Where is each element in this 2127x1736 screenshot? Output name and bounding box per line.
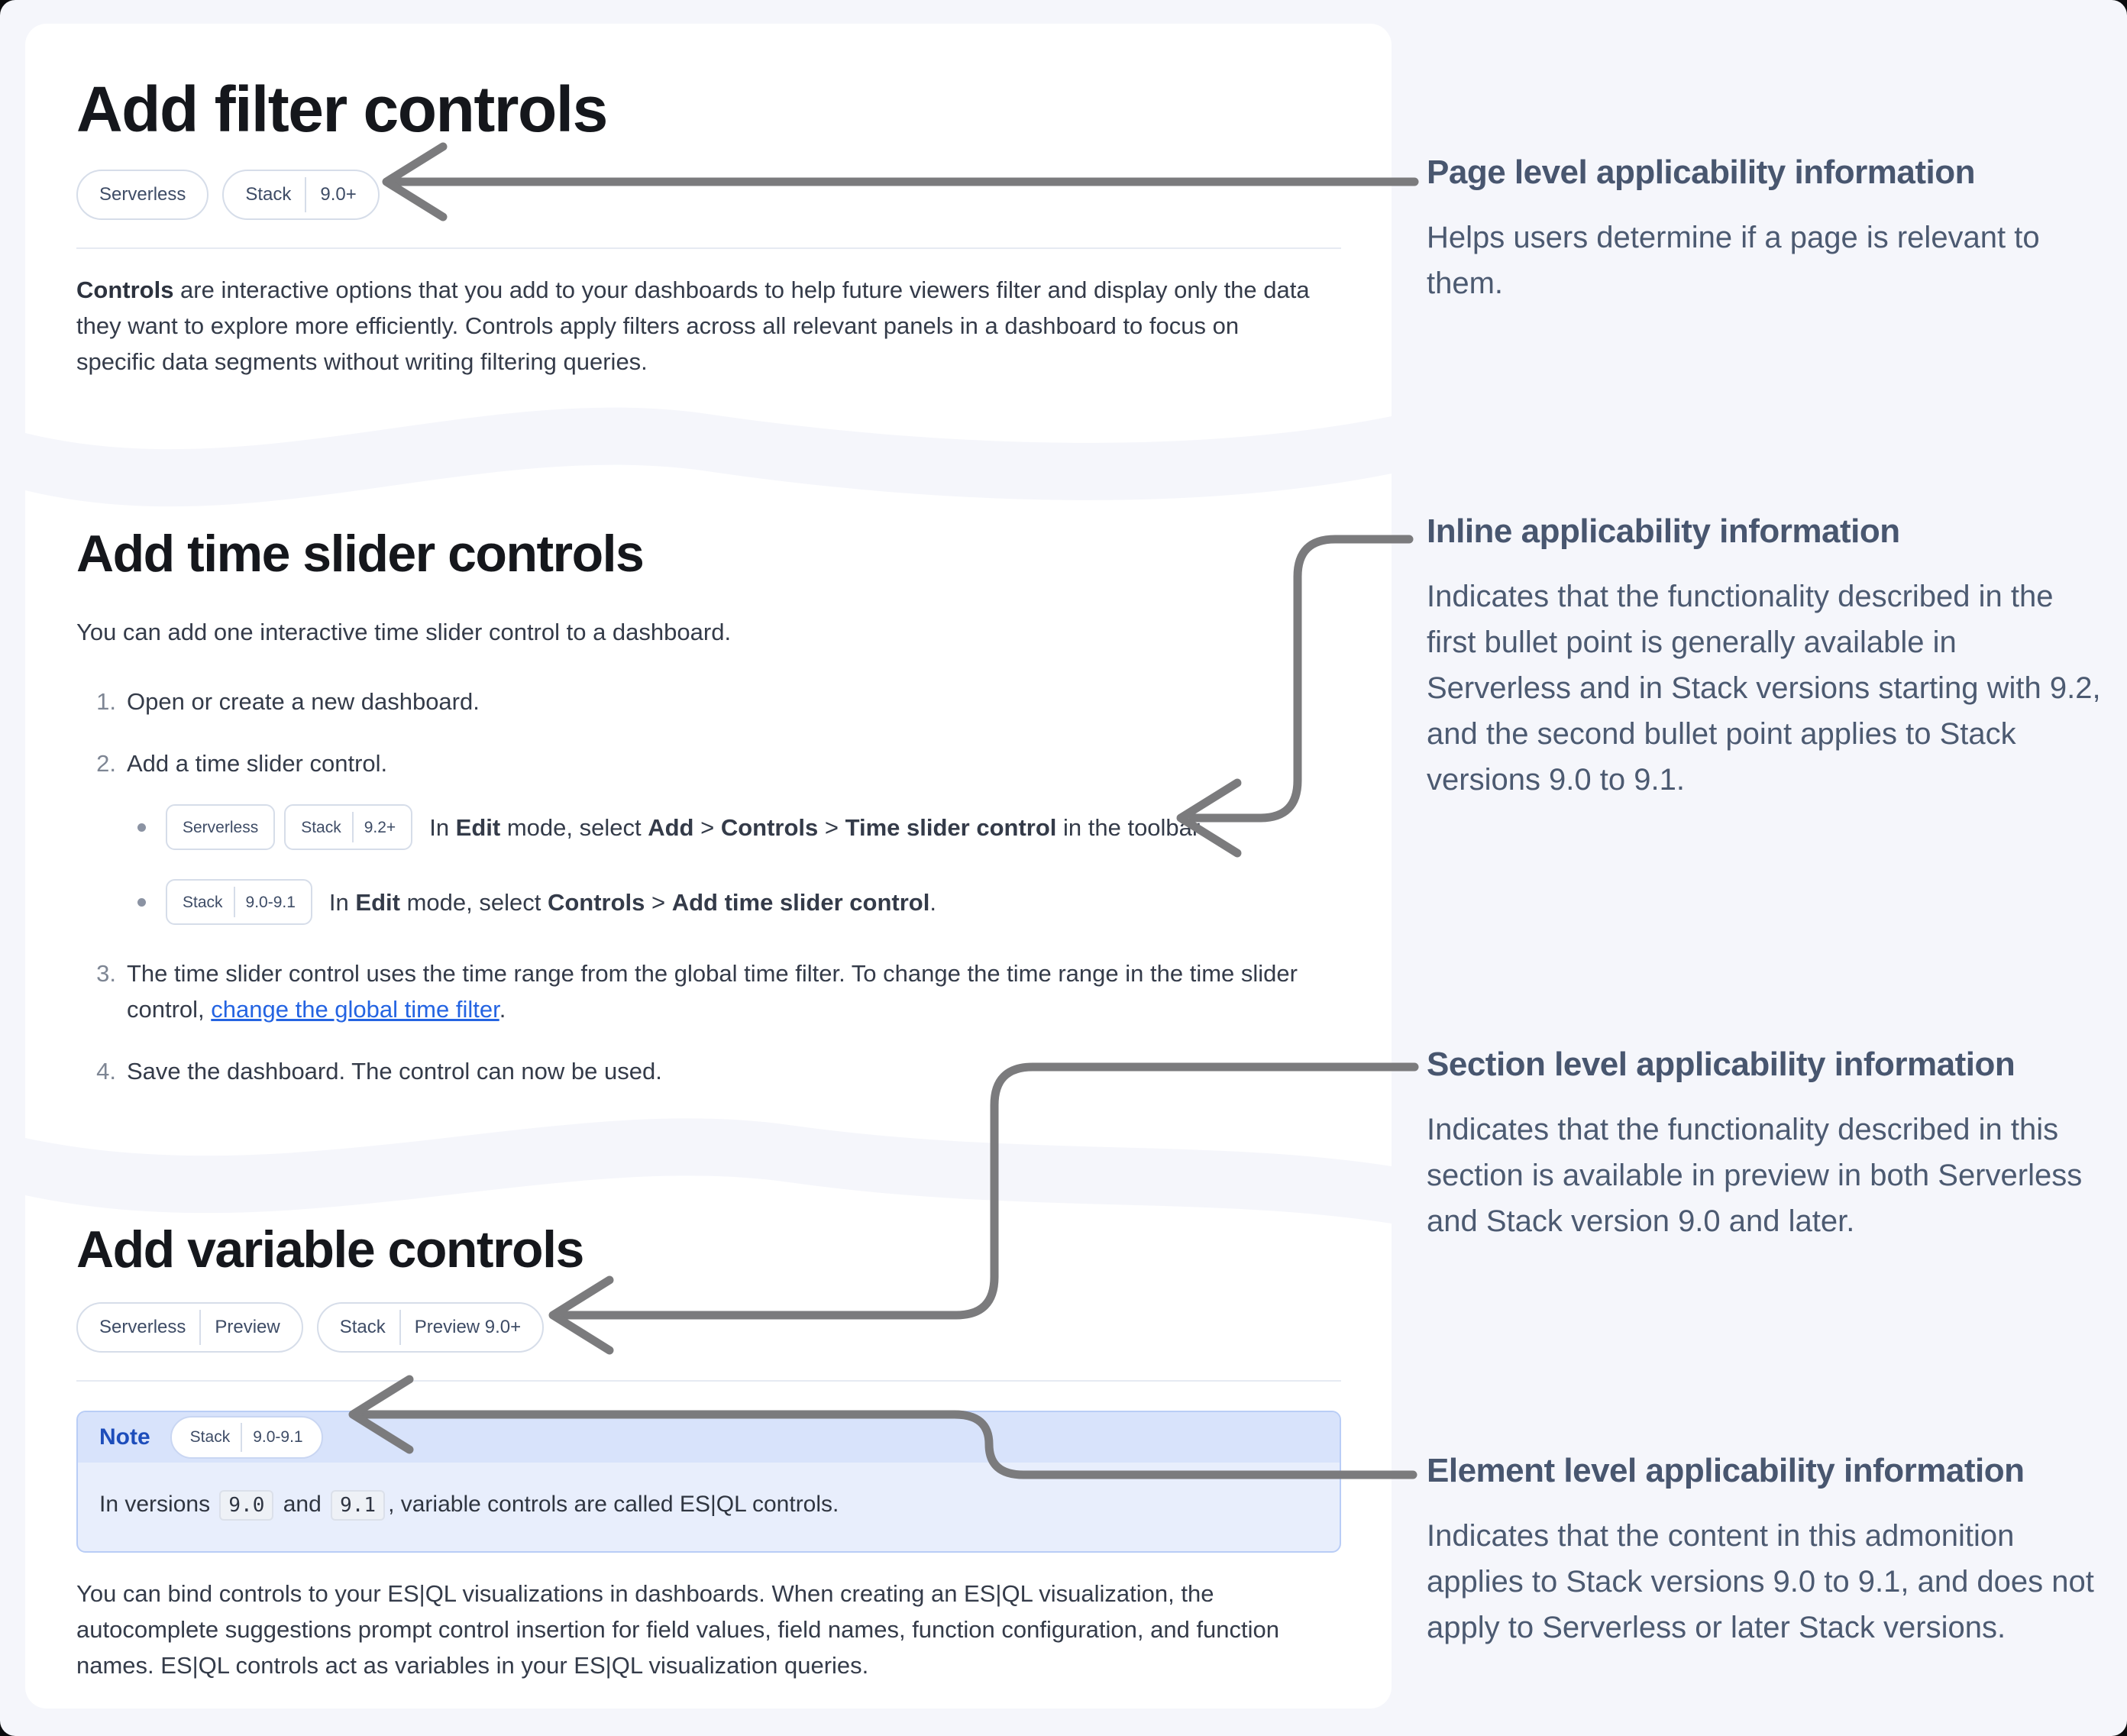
annotation-title: Section level applicability information xyxy=(1427,1046,2015,1083)
sub-bullets: Serverless Stack 9.2+ In Edit mode, sele… xyxy=(127,804,1206,926)
badge-stack-version: Preview 9.0+ xyxy=(414,1317,522,1338)
note-label: Note xyxy=(99,1424,150,1450)
closing-paragraph: You can bind controls to your ES|QL visu… xyxy=(76,1580,1280,1679)
page-title: Add filter controls xyxy=(76,73,608,145)
note-admonition: Note Stack 9.0-9.1 In versions 9.0 and 9… xyxy=(76,1411,1341,1553)
annotation-element-level: Element level applicability information … xyxy=(1427,1450,2106,1650)
step-2: 2. Add a time slider control. Serverless… xyxy=(76,745,1344,929)
annotation-body: Indicates that the functionality describ… xyxy=(1427,580,2101,797)
section-divider xyxy=(76,247,1341,249)
section-title: Add time slider controls xyxy=(76,525,645,583)
step-text: Save the dashboard. The control can now … xyxy=(127,1058,662,1085)
section-add-time-slider-controls: Add time slider controls You can add one… xyxy=(76,524,1344,1089)
note-header: Note Stack 9.0-9.1 xyxy=(78,1412,1340,1463)
annotation-title: Element level applicability information xyxy=(1427,1452,2025,1489)
sub-bullet-text: In Edit mode, select Add > Controls > Ti… xyxy=(429,813,1206,841)
ordered-steps: 1. Open or create a new dashboard. 2. Ad… xyxy=(76,684,1344,1089)
step-text: Add a time slider control. Serverless St… xyxy=(127,745,1205,929)
annotation-body: Helps users determine if a page is relev… xyxy=(1427,221,2040,300)
step-number: 2. xyxy=(96,750,116,777)
badge-stack-label: Stack xyxy=(245,183,292,205)
badge-serverless: Serverless xyxy=(76,169,209,220)
badge-stack: Stack 9.0+ xyxy=(222,169,380,220)
badge-serverless-label: Serverless xyxy=(99,1317,186,1338)
badge-serverless-label: Serverless xyxy=(99,183,186,205)
annotation-page-level: Page level applicability information Hel… xyxy=(1427,151,2106,306)
note-badge-stack-version: 9.0-9.1 xyxy=(253,1428,303,1447)
step-text: The time slider control uses the time ra… xyxy=(127,960,1298,1023)
page-applicability-badges: Serverless Stack 9.0+ xyxy=(76,169,1344,220)
step-number: 1. xyxy=(96,688,116,716)
sub-bullet-text: In Edit mode, select Controls > Add time… xyxy=(328,888,936,916)
annotation-body: Indicates that the functionality describ… xyxy=(1427,1113,2083,1238)
global-time-filter-link[interactable]: change the global time filter xyxy=(211,996,499,1023)
annotation-title: Inline applicability information xyxy=(1427,512,1900,550)
section-divider xyxy=(76,1380,1341,1382)
step-number: 4. xyxy=(96,1058,116,1085)
section-add-variable-controls: Add variable controls Serverless Preview… xyxy=(76,1220,1344,1683)
step-4: 4. Save the dashboard. The control can n… xyxy=(76,1053,1344,1089)
badge-serverless-preview: Serverless Preview xyxy=(76,1302,303,1353)
step-3: 3. The time slider control uses the time… xyxy=(76,955,1344,1027)
content-column: Add filter controls Serverless Stack 9.0… xyxy=(25,24,1392,1709)
badge-stack-version: 9.0+ xyxy=(320,183,357,205)
inline-badge-stack-range: Stack 9.0-9.1 xyxy=(166,879,312,926)
section-intro: You can add one interactive time slider … xyxy=(76,619,732,646)
inline-badge-serverless: Serverless xyxy=(166,804,276,851)
note-body: In versions 9.0 and 9.1, variable contro… xyxy=(78,1463,1340,1551)
annotation-body: Indicates that the content in this admon… xyxy=(1427,1519,2094,1644)
badge-divider xyxy=(241,1423,243,1453)
sub-bullet-1: Serverless Stack 9.2+ In Edit mode, sele… xyxy=(127,804,1206,851)
inline-badge-stack: Stack 9.2+ xyxy=(284,804,413,851)
step-text: Open or create a new dashboard. xyxy=(127,688,480,716)
badge-divider xyxy=(233,887,235,918)
section-title: Add variable controls xyxy=(76,1220,584,1279)
annotation-title: Page level applicability information xyxy=(1427,154,1975,191)
annotation-inline-level: Inline applicability information Indicat… xyxy=(1427,510,2106,803)
step-number: 3. xyxy=(96,960,116,988)
step-2-text: Add a time slider control. xyxy=(127,750,388,777)
bullet-icon xyxy=(137,823,146,832)
intro-paragraph: Controls are interactive options that yo… xyxy=(76,276,1310,375)
badge-preview-label: Preview xyxy=(215,1317,280,1338)
note-badge-stack-label: Stack xyxy=(189,1428,231,1447)
inline-badge-stack-version: 9.2+ xyxy=(364,818,396,836)
badge-divider xyxy=(199,1310,202,1346)
inline-badge-stack-label: Stack xyxy=(183,893,223,911)
sub-bullet-2: Stack 9.0-9.1 In Edit mode, select Contr… xyxy=(127,879,1205,926)
inline-badge-stack-label: Stack xyxy=(301,818,341,836)
step-1: 1. Open or create a new dashboard. xyxy=(76,684,1344,719)
note-badge-stack: Stack 9.0-9.1 xyxy=(170,1416,323,1460)
section-applicability-badges: Serverless Preview Stack Preview 9.0+ xyxy=(76,1302,1344,1353)
badge-divider xyxy=(351,812,354,843)
badge-stack-label: Stack xyxy=(339,1317,386,1338)
bullet-icon xyxy=(137,897,146,907)
badge-stack-preview: Stack Preview 9.0+ xyxy=(316,1302,545,1353)
section-add-filter-controls: Add filter controls Serverless Stack 9.0… xyxy=(76,73,1344,380)
badge-divider xyxy=(305,176,307,212)
inline-badge-serverless-label: Serverless xyxy=(183,818,259,836)
badge-divider xyxy=(399,1310,401,1346)
inline-badge-stack-version: 9.0-9.1 xyxy=(245,893,296,911)
annotation-section-level: Section level applicability information … xyxy=(1427,1043,2106,1244)
